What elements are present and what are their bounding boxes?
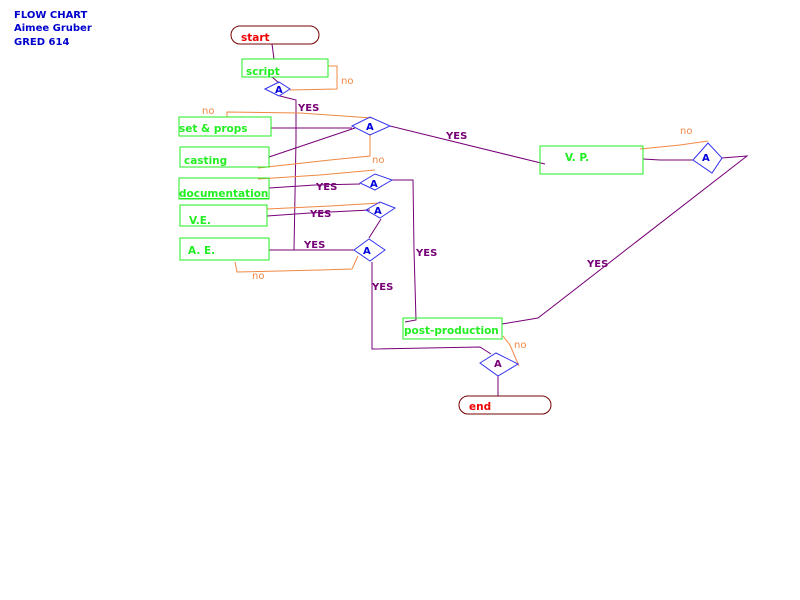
yes-label-decision-2: YES — [445, 131, 467, 142]
no-label-decision-2: no — [372, 155, 384, 166]
connector-casting-decision — [268, 127, 356, 158]
author-name: Aimee Gruber — [14, 23, 92, 34]
process-post-production-box — [402, 317, 503, 340]
decision-5-label: A — [363, 246, 371, 257]
connector-ve-decision — [266, 209, 371, 217]
yes-connectors — [266, 43, 749, 396]
connector-no-script — [289, 65, 338, 91]
decision-5-shape — [353, 238, 386, 262]
connector-start-script — [271, 43, 275, 60]
connector-decision3-post — [392, 179, 417, 323]
connector-no-casting — [257, 134, 371, 169]
chart-title: FLOW CHART — [14, 10, 88, 21]
process-vp-label: V. P. — [565, 152, 589, 164]
connector-doc-decision — [268, 183, 361, 189]
no-connectors — [226, 65, 709, 367]
connector-decision6-post — [501, 155, 749, 325]
course-code: GRED 614 — [14, 37, 70, 48]
connector-no-post — [502, 335, 520, 367]
process-set-props-label: set & props — [179, 123, 248, 135]
process-casting-label: casting — [184, 155, 227, 167]
process-post-production-label: post-production — [404, 325, 499, 337]
no-labels: no no no no no no — [202, 76, 692, 351]
connector-no-setprops — [226, 111, 373, 119]
process-documentation[interactable]: documentation — [178, 177, 270, 200]
process-casting[interactable]: casting — [179, 146, 270, 168]
connector-vp-decision — [642, 158, 693, 161]
decision-3-shape — [358, 173, 394, 191]
connector-decision5-join — [371, 262, 492, 355]
decision-3[interactable]: A — [358, 173, 394, 191]
decision-4-label: A — [374, 206, 382, 217]
terminal-end-shape — [458, 395, 552, 415]
decision-7[interactable]: A — [479, 352, 520, 377]
decision-6-label: A — [702, 153, 710, 164]
decision-1[interactable]: A — [263, 81, 291, 97]
connector-decision2-vp — [389, 125, 546, 165]
decision-4[interactable]: A — [364, 201, 397, 219]
process-ae-box — [179, 237, 270, 261]
process-vp[interactable]: V. P. — [539, 145, 644, 175]
process-ae-label: A. E. — [188, 245, 215, 257]
decision-1-label: A — [275, 85, 283, 96]
connector-decision4-decision5 — [368, 218, 382, 239]
no-label-decision-2-top: no — [202, 106, 214, 117]
decision-2-label: A — [366, 122, 374, 133]
decision-3-label: A — [370, 179, 378, 190]
process-post-production[interactable]: post-production — [402, 317, 503, 340]
decision-7-shape — [479, 352, 520, 377]
yes-label-decision-1: YES — [297, 103, 319, 114]
yes-label-decision-3-left: YES — [315, 182, 337, 193]
terminal-end-label: end — [469, 401, 491, 413]
process-set-props-box — [178, 116, 272, 137]
process-ve-box — [179, 204, 268, 227]
process-set-props[interactable]: set & props — [178, 116, 272, 137]
connector-no-vp — [639, 140, 709, 150]
connector-no-ae — [234, 255, 359, 273]
process-documentation-label: documentation — [179, 188, 268, 200]
yes-labels: YES YES YES YES YES YES YES YES — [297, 103, 608, 293]
connector-no-ve — [266, 202, 381, 210]
no-label-decision-7: no — [514, 340, 526, 351]
decision-5[interactable]: A — [353, 238, 386, 262]
decision-6-shape — [692, 142, 723, 174]
yes-label-decision-3: YES — [415, 248, 437, 259]
yes-label-decision-4-left: YES — [309, 209, 331, 220]
connector-decision1-yes — [279, 95, 297, 251]
no-label-decision-1: no — [341, 76, 353, 87]
connector-no-doc — [257, 169, 376, 180]
process-documentation-box — [178, 177, 270, 200]
process-ae[interactable]: A. E. — [179, 237, 270, 261]
process-ve[interactable]: V.E. — [179, 204, 268, 227]
terminal-start-shape — [230, 25, 320, 45]
process-vp-box — [539, 145, 644, 175]
no-label-decision-5: no — [252, 271, 264, 282]
yes-label-decision-6: YES — [586, 259, 608, 270]
process-script[interactable]: script — [241, 58, 329, 78]
terminal-end[interactable]: end — [458, 395, 552, 415]
process-script-box — [241, 58, 329, 78]
decision-6[interactable]: A — [692, 142, 723, 174]
terminal-start[interactable]: start — [230, 25, 320, 45]
yes-label-decision-5: YES — [371, 282, 393, 293]
decision-2[interactable]: A — [350, 116, 392, 136]
process-script-label: script — [246, 66, 280, 78]
decision-7-label: A — [494, 359, 502, 370]
connector-script-decision — [271, 76, 280, 84]
decision-2-shape — [350, 116, 392, 136]
process-casting-box — [179, 146, 270, 168]
process-ve-label: V.E. — [189, 215, 211, 227]
terminal-start-label: start — [241, 32, 270, 44]
no-label-decision-6: no — [680, 126, 692, 137]
yes-label-decision-5-left: YES — [303, 240, 325, 251]
decision-1-shape — [263, 81, 291, 97]
decision-4-shape — [364, 201, 397, 219]
